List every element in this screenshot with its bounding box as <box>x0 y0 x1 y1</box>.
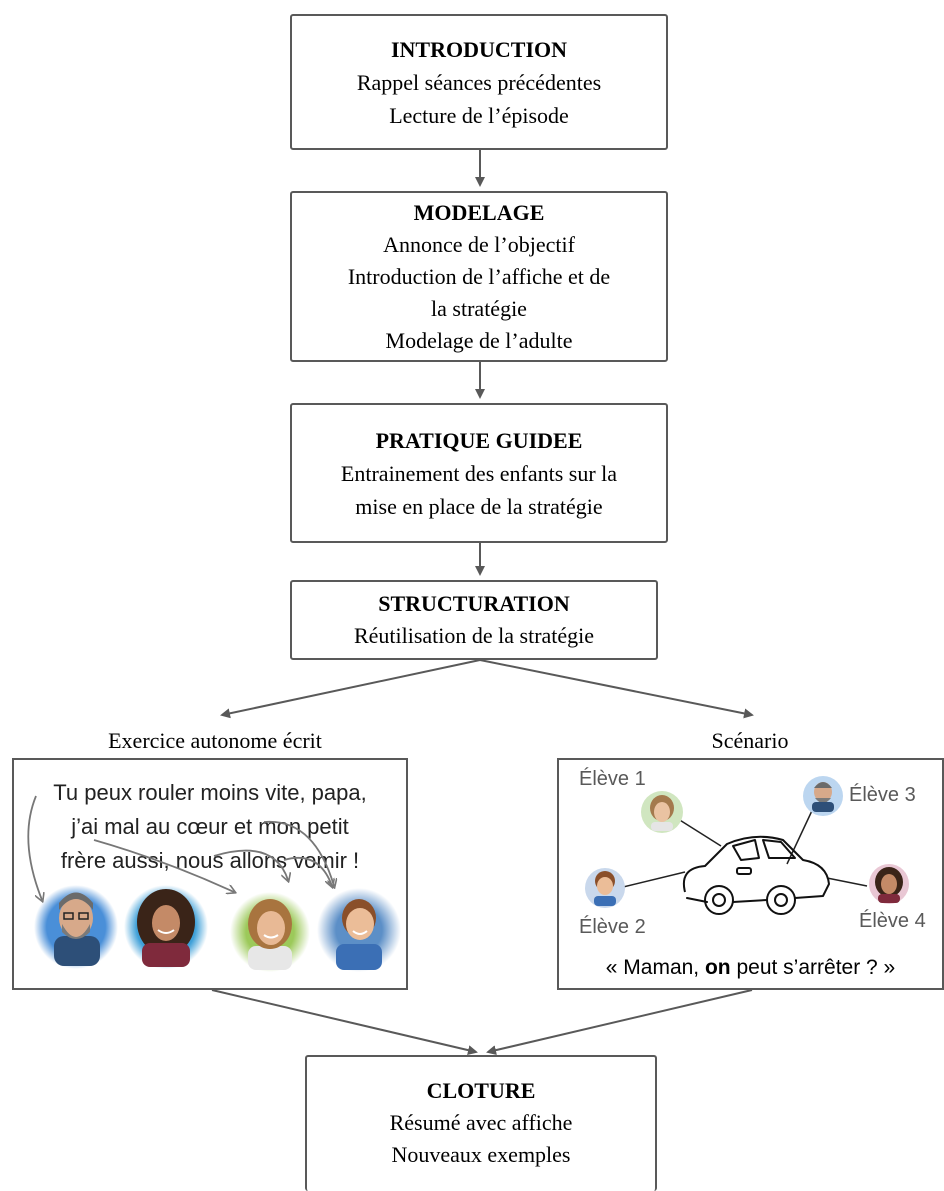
student-4-label: Élève 4 <box>859 910 926 932</box>
scenario-quote-prefix: « Maman, <box>605 956 705 979</box>
student-3-avatar-icon <box>803 776 843 816</box>
step-introduction: INTRODUCTION Rappel séances précédentes … <box>290 14 668 150</box>
step-modelage-line-1: Annonce de l’objectif <box>383 231 575 257</box>
step-cloture-title: CLOTURE <box>426 1078 536 1103</box>
step-modelage-title: MODELAGE <box>413 199 545 225</box>
step-introduction-line-1: Rappel séances précédentes <box>356 69 602 95</box>
scenario-illustration <box>585 776 909 915</box>
scenario-quote: « Maman, on peut s’arrêter ? » <box>559 956 942 980</box>
exercise-sentence-line-2: j’ai mal au cœur et mon petit <box>71 814 349 839</box>
step-pratique-guidee: PRATIQUE GUIDEE Entrainement des enfants… <box>290 403 668 543</box>
step-structuration-line-1: Réutilisation de la stratégie <box>353 623 595 648</box>
girl-avatar-icon <box>230 892 310 972</box>
arrow-right-cloture <box>486 989 753 1056</box>
arrow-structuration-left <box>220 659 481 719</box>
referent-arrow-je <box>93 839 234 892</box>
referent-arrow-tu <box>27 795 42 900</box>
step-introduction-line-2: Lecture de l’épisode <box>389 102 569 128</box>
arrow-structuration-right <box>479 659 754 719</box>
referent-arrow-frere <box>263 820 334 886</box>
student-1-label: Élève 1 <box>579 768 646 790</box>
step-cloture-line-2: Nouveaux exemples <box>391 1142 571 1167</box>
father-avatar-icon <box>34 885 118 969</box>
referent-arrow-nous <box>213 849 288 880</box>
step-modelage: MODELAGE Annonce de l’objectif Introduct… <box>290 191 668 362</box>
mother-avatar-icon <box>124 885 208 969</box>
student-2-label: Élève 2 <box>579 916 646 938</box>
exercise-panel: Tu peux rouler moins vite, papa, j’ai ma… <box>12 758 408 990</box>
step-structuration-title: STRUCTURATION <box>378 591 570 616</box>
step-introduction-title: INTRODUCTION <box>390 36 568 62</box>
step-pratique-title: PRATIQUE GUIDEE <box>375 427 583 453</box>
step-pratique-line-1: Entrainement des enfants sur la <box>340 460 618 486</box>
step-modelage-line-3: la stratégie <box>431 295 527 321</box>
left-branch-caption: Exercice autonome écrit <box>108 728 322 753</box>
arrow-left-cloture <box>211 989 478 1056</box>
step-modelage-line-4: Modelage de l’adulte <box>385 327 573 353</box>
exercise-illustration <box>27 795 401 972</box>
right-branch-caption: Scénario <box>711 728 789 753</box>
car-sketch-icon <box>683 835 830 915</box>
referent-arrow-nous-2 <box>283 856 332 886</box>
student-3-label: Élève 3 <box>849 784 916 806</box>
boy-avatar-icon <box>317 888 401 972</box>
scenario-panel: Élève 1 Élève 3 Élève 2 Élève 4 « Maman,… <box>557 758 944 990</box>
student-2-avatar-icon <box>585 868 625 908</box>
step-structuration: STRUCTURATION Réutilisation de la straté… <box>290 580 658 660</box>
scenario-quote-suffix: peut s’arrêter ? » <box>730 956 896 979</box>
student-1-avatar-icon <box>641 791 683 833</box>
step-modelage-line-2: Introduction de l’affiche et de <box>347 263 611 289</box>
exercise-sentence-line-1: Tu peux rouler moins vite, papa, <box>53 780 367 805</box>
step-cloture-line-1: Résumé avec affiche <box>389 1110 573 1135</box>
step-cloture: CLOTURE Résumé avec affiche Nouveaux exe… <box>305 1055 657 1191</box>
scenario-quote-bold: on <box>704 956 731 979</box>
step-pratique-line-2: mise en place de la stratégie <box>355 493 603 519</box>
student-4-avatar-icon <box>869 864 909 904</box>
